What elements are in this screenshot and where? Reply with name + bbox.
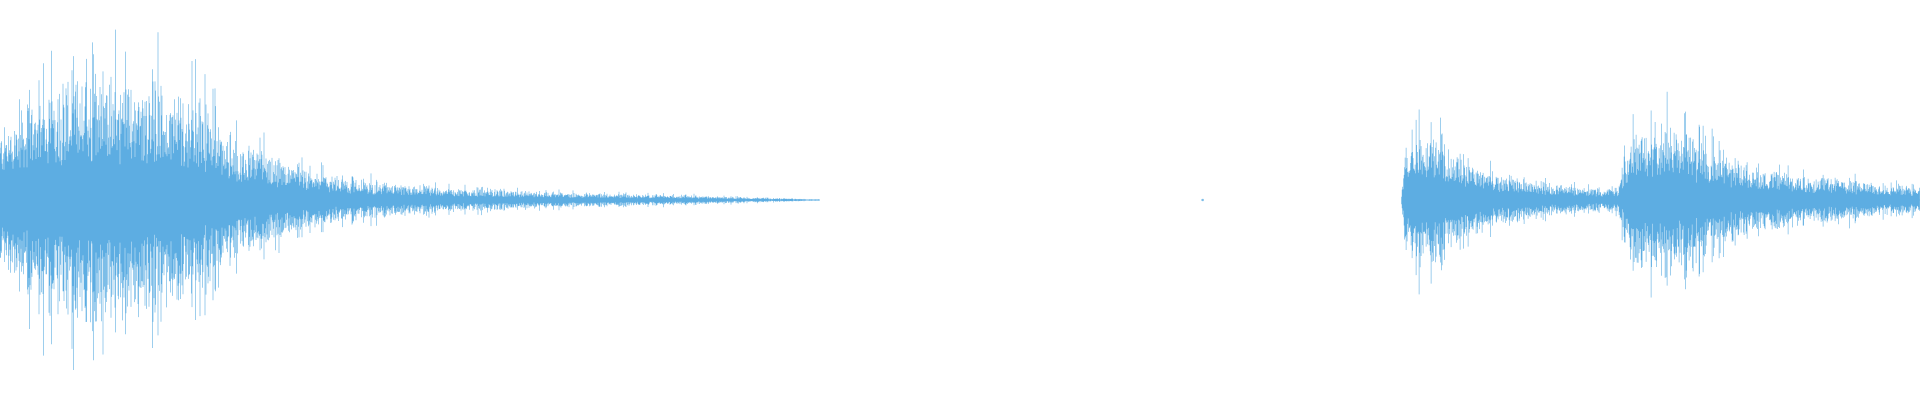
segment-1-trace <box>0 29 820 370</box>
waveform-trace <box>0 29 1920 370</box>
segment-blip-trace <box>1201 198 1204 202</box>
segment-2-trace <box>1401 91 1920 298</box>
